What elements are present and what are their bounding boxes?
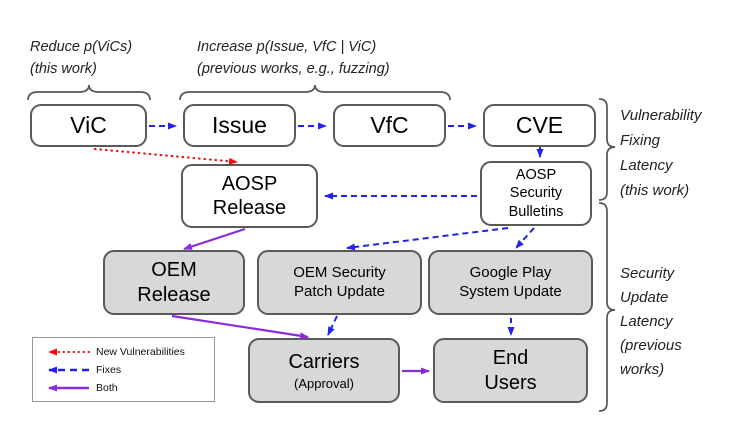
legend-item-fixes: Fixes xyxy=(39,362,208,378)
node-carriers-sublabel: (Approval) xyxy=(294,375,354,391)
group-label-fixing-latency: Vulnerability Fixing Latency (this work) xyxy=(620,107,702,200)
legend-label-fixes: Fixes xyxy=(96,363,122,376)
legend-arrow-both-icon xyxy=(48,384,89,391)
node-oem-patch: OEM Security Patch Update xyxy=(257,250,422,315)
brace-over-vic xyxy=(27,84,151,101)
node-aosp-bulletins-label: AOSP Security Bulletins xyxy=(508,166,564,220)
brace-over-issue-vfc xyxy=(179,84,451,101)
node-end-users: End Users xyxy=(433,338,588,403)
node-carriers: Carriers (Approval) xyxy=(248,338,400,403)
legend-item-both: Both xyxy=(39,380,208,396)
node-issue-label: Issue xyxy=(212,111,267,138)
annotation-reduce: Reduce p(ViCs) (this work) xyxy=(30,39,133,77)
node-vic-label: ViC xyxy=(70,111,107,138)
node-cve: CVE xyxy=(483,104,596,147)
legend-item-new-vulnerabilities: New Vulnerabilities xyxy=(39,344,208,360)
brace-update-latency xyxy=(598,202,616,412)
node-google-play: Google Play System Update xyxy=(428,250,593,315)
node-google-play-label: Google Play System Update xyxy=(459,263,562,300)
node-aosp-bulletins: AOSP Security Bulletins xyxy=(480,161,592,226)
node-issue: Issue xyxy=(183,104,296,147)
legend-label-new-vulnerabilities: New Vulnerabilities xyxy=(96,345,185,358)
node-aosp-release-label: AOSP Release xyxy=(212,172,287,219)
legend-arrow-new-vulnerabilities-icon xyxy=(48,348,90,355)
group-label-update-latency: Security Update Latency (previous works) xyxy=(620,265,682,378)
node-aosp-release: AOSP Release xyxy=(181,164,318,228)
legend-box: New Vulnerabilities Fixes Both xyxy=(32,337,215,402)
node-vfc: VfC xyxy=(333,104,446,147)
edge-aosp-release-oem-release xyxy=(183,227,246,251)
node-cve-label: CVE xyxy=(515,111,564,138)
node-vfc-label: VfC xyxy=(370,111,409,138)
node-end-users-label: End Users xyxy=(484,347,537,394)
edge-bulletins-oem-patch xyxy=(346,227,509,251)
edge-bulletins-google-play xyxy=(515,227,535,249)
annotation-increase: Increase p(Issue, VfC | ViC) (previous w… xyxy=(197,39,390,77)
node-oem-release-label: OEM Release xyxy=(137,259,211,306)
node-carriers-label: Carriers xyxy=(288,351,360,374)
edge-oem-patch-carriers xyxy=(327,315,338,336)
edge-oem-release-carriers xyxy=(171,314,309,340)
node-vic: ViC xyxy=(30,104,147,147)
node-oem-patch-label: OEM Security Patch Update xyxy=(293,263,386,300)
edge-vic-aosp-release xyxy=(93,147,239,165)
legend-label-both: Both xyxy=(96,381,118,394)
brace-fixing-latency xyxy=(598,98,616,201)
legend-arrow-fixes-icon xyxy=(48,366,89,373)
node-oem-release: OEM Release xyxy=(103,250,245,315)
